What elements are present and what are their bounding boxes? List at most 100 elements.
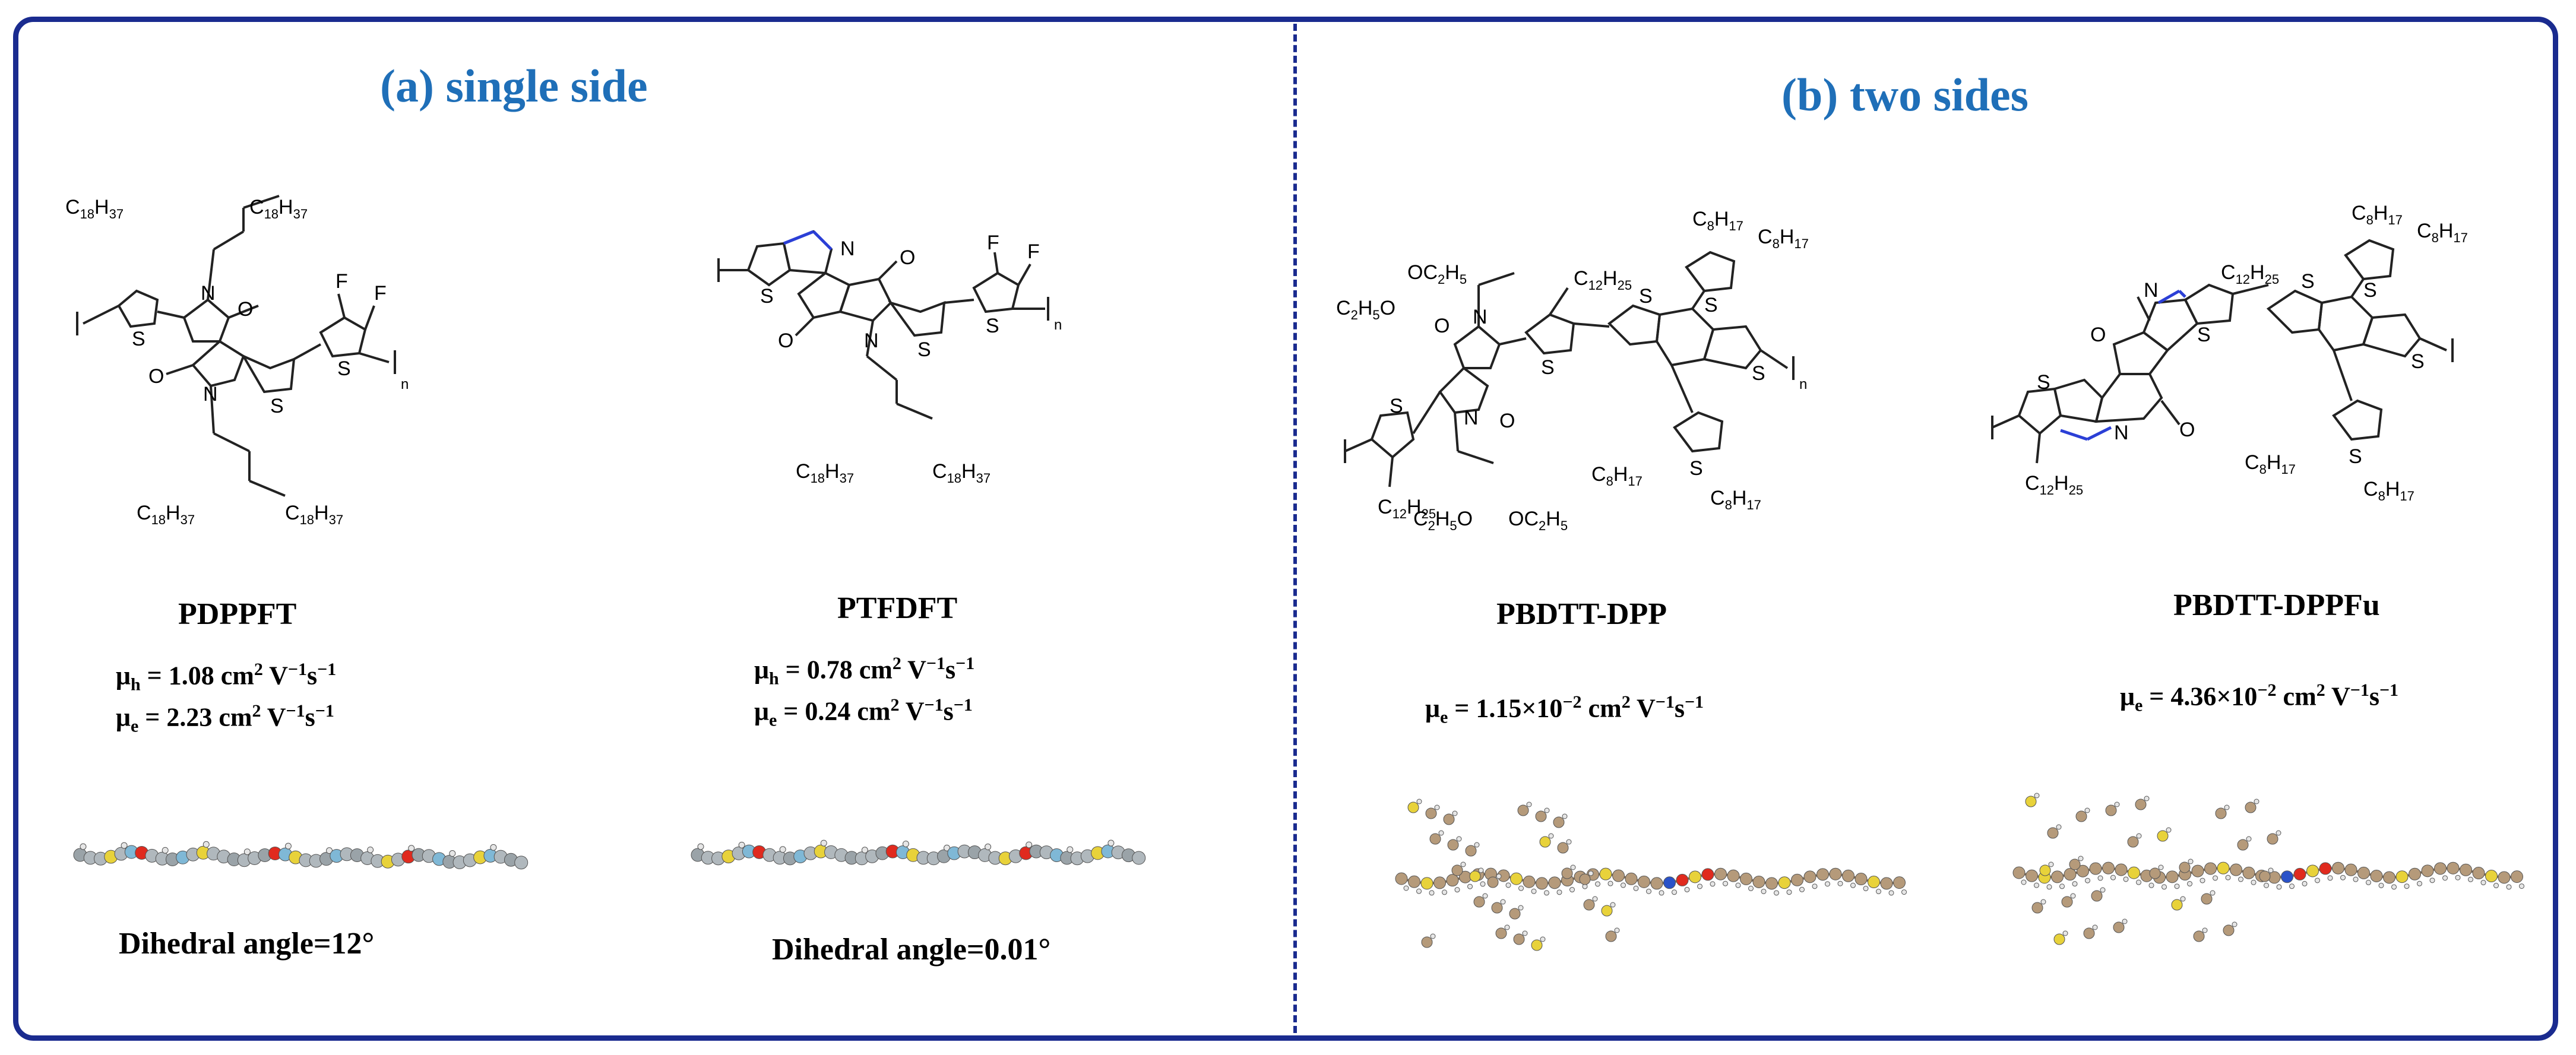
- conformer-pbdtt-dppfu: [2012, 793, 2524, 945]
- atom-sphere: [2191, 864, 2204, 877]
- atom-sphere: [1474, 842, 1480, 848]
- label-c8h17: C8H17: [1591, 463, 1643, 489]
- atom-sphere: [2306, 864, 2319, 877]
- mu-sub: h: [768, 669, 779, 689]
- atom-n: N: [2114, 422, 2129, 444]
- label-c18h37: C18H37: [932, 460, 990, 486]
- atom-sphere: [2110, 875, 2116, 880]
- atom-sphere: [1531, 888, 1537, 894]
- atom-sphere: [1544, 807, 1550, 813]
- atom-sphere: [1434, 804, 1440, 810]
- atom-sphere: [2254, 799, 2259, 804]
- atom-sphere: [1791, 873, 1803, 886]
- unit-v: V: [1630, 693, 1656, 723]
- atom-sphere: [1786, 889, 1792, 895]
- atom-sphere: [2089, 862, 2102, 875]
- atom-sphere: [2053, 933, 2065, 945]
- atom-sphere: [326, 847, 333, 854]
- sup: −1: [955, 654, 975, 673]
- atom-sphere: [1583, 899, 1595, 911]
- atom-sphere: [1778, 876, 1791, 889]
- atom-sphere: [1540, 936, 1546, 942]
- atom-sphere: [2353, 876, 2359, 882]
- atom-sphere: [490, 844, 497, 851]
- atom-sphere: [1727, 869, 1740, 882]
- mu-value: = 1.15×10: [1454, 693, 1563, 723]
- atom-sphere: [2289, 883, 2295, 889]
- unit-v: V: [262, 661, 288, 690]
- outer-frame: [13, 17, 2558, 1041]
- atom-s: S: [1752, 362, 1765, 385]
- atom-sphere: [2136, 833, 2142, 839]
- atom-f: F: [336, 270, 348, 293]
- mu-sub: e: [2134, 695, 2143, 715]
- label-c8h17: C8H17: [1692, 208, 1743, 233]
- atom-o: O: [2090, 324, 2106, 346]
- atom-sphere: [408, 845, 415, 852]
- atom-sphere: [2519, 883, 2524, 889]
- atom-sphere: [697, 843, 704, 850]
- atom-sphere: [1451, 864, 1463, 876]
- atom-sphere: [2468, 876, 2473, 882]
- mu-h-line: μh = 1.08 cm2 V−1s−1: [116, 656, 336, 698]
- unit-s: s: [307, 661, 318, 690]
- atom-sphere: [1625, 872, 1638, 885]
- unit-v: V: [899, 697, 925, 727]
- unit-s: s: [1674, 693, 1685, 723]
- atom-sphere: [2025, 796, 2037, 807]
- atom-sphere: [284, 842, 292, 850]
- atom-sphere: [1714, 867, 1727, 880]
- label-c8h17: C8H17: [1710, 487, 1761, 512]
- molecule-name-pbdtt-dppfu: PBDTT-DPPFu: [2173, 588, 2380, 622]
- atom-sphere: [2442, 875, 2448, 881]
- atom-sphere: [779, 846, 786, 853]
- atom-sphere: [1535, 810, 1547, 822]
- atom-sphere: [1067, 846, 1074, 853]
- atom-sphere: [1132, 851, 1146, 865]
- atom-f: F: [1027, 240, 1040, 263]
- atom-sphere: [2056, 824, 2062, 830]
- atom-sphere: [1518, 905, 1524, 911]
- atom-sphere: [2136, 879, 2141, 885]
- atom-sphere: [2046, 884, 2052, 890]
- atom-sphere: [1407, 801, 1419, 813]
- atom-sphere: [2404, 883, 2410, 889]
- atom-sphere: [1465, 845, 1477, 857]
- atom-sphere: [2251, 879, 2257, 885]
- label-c12h25: C12H25: [2221, 261, 2279, 287]
- structure-pbdtt-dppfu: C12H25 C12H25 C8H17 C8H17 C8H17 C8H17 N …: [1991, 202, 2468, 503]
- atom-sphere: [2070, 893, 2076, 899]
- atom-sphere: [2123, 876, 2129, 882]
- atom-sphere: [162, 847, 169, 854]
- atom-sphere: [1876, 889, 1881, 895]
- atom-sphere: [2460, 863, 2472, 876]
- atom-sphere: [2395, 870, 2409, 883]
- atom-sphere: [2259, 870, 2271, 882]
- atom-sphere: [1579, 873, 1591, 885]
- atom-sphere: [1487, 876, 1499, 888]
- atom-sphere: [1544, 890, 1549, 896]
- atom-sphere: [2434, 862, 2447, 875]
- atom-sphere: [121, 842, 128, 849]
- atom-s: S: [760, 285, 774, 308]
- atom-sphere: [2327, 875, 2333, 881]
- panel-divider: [1293, 24, 1297, 1033]
- sup: 2: [1621, 692, 1631, 712]
- molecule-name-pbdtt-dpp: PBDTT-DPP: [1496, 597, 1667, 631]
- atom-sphere: [1509, 908, 1521, 920]
- atom-sphere: [2472, 867, 2485, 880]
- atom-s: S: [1704, 294, 1718, 316]
- atom-sphere: [1107, 839, 1115, 847]
- atom-sphere: [2083, 927, 2095, 939]
- atom-sphere: [2026, 869, 2038, 882]
- atom-sphere: [2051, 870, 2064, 883]
- sup: 2: [254, 660, 263, 679]
- atom-sphere: [2200, 877, 2205, 883]
- atom-sphere: [985, 843, 992, 850]
- atom-sphere: [2493, 883, 2499, 889]
- atom-sphere: [2034, 882, 2039, 888]
- atom-sphere: [2012, 866, 2026, 879]
- atom-sphere: [2201, 893, 2213, 905]
- atom-sphere: [2193, 930, 2205, 942]
- atom-sphere: [2332, 861, 2344, 875]
